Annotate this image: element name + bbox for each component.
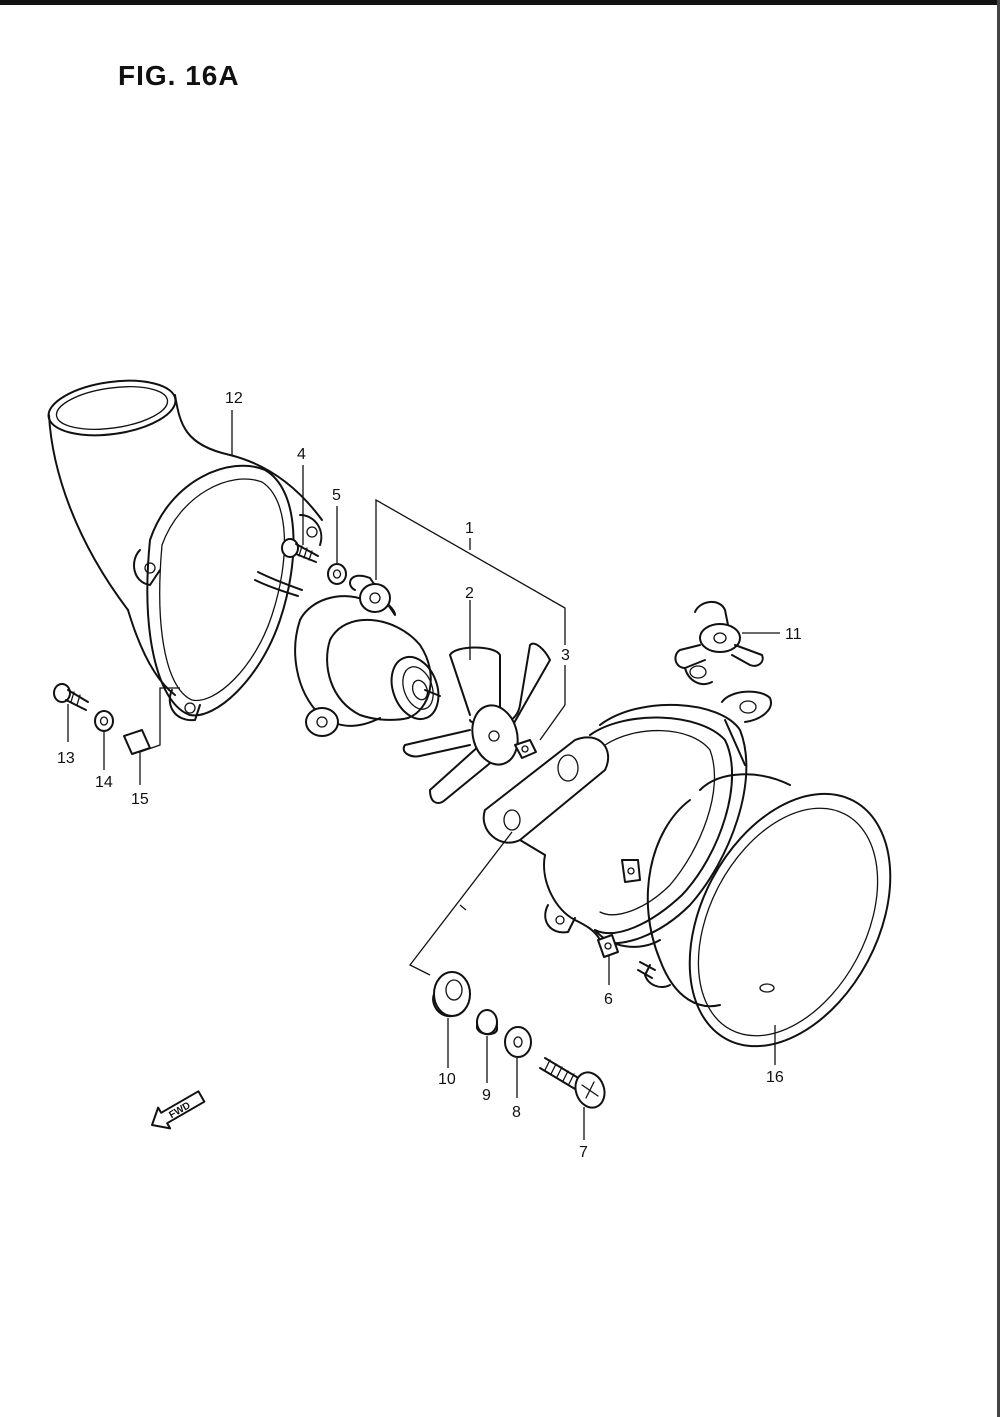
part-9-collar (476, 1009, 498, 1083)
part-8-washer (504, 1026, 532, 1098)
part-10-grommet (432, 971, 471, 1068)
scan-top-border (0, 0, 1000, 5)
callout-5: 5 (332, 487, 341, 504)
callout-4: 4 (297, 446, 306, 463)
callout-16: 16 (766, 1069, 784, 1086)
callout-13: 13 (57, 750, 75, 767)
callout-10: 10 (438, 1071, 456, 1088)
callout-8: 8 (512, 1104, 521, 1121)
callout-12: 12 (225, 390, 243, 407)
fan-housing-bracket (482, 690, 772, 948)
scan-right-border (997, 0, 1000, 1417)
figure-title: FIG. 16A (118, 60, 240, 91)
callout-2: 2 (465, 585, 474, 602)
part-12-fan-shroud (47, 379, 323, 722)
part-16-outer-ring (637, 773, 892, 1065)
callout-14: 14 (95, 774, 113, 791)
part-14-washer (94, 710, 114, 770)
callout-7: 7 (579, 1144, 588, 1161)
part-1-assembly-bracket (375, 498, 566, 645)
part-3-fan-motor (294, 574, 566, 741)
part-2-fan-blade (402, 600, 551, 804)
part-5-washer (327, 506, 347, 585)
fwd-label: FWD (167, 1100, 192, 1121)
part-10-leader (409, 831, 513, 976)
part-4-screw (281, 465, 319, 563)
callout-1: 1 (465, 520, 474, 537)
callout-6: 6 (604, 991, 613, 1008)
callout-3: 3 (561, 647, 570, 664)
callout-9: 9 (482, 1087, 491, 1104)
fwd-direction-arrow: FWD (151, 1090, 206, 1130)
fan-nut (514, 739, 537, 759)
callout-11: 11 (785, 626, 802, 643)
motor-wire (254, 579, 299, 597)
part-7-bolt (539, 1057, 606, 1140)
callout-15: 15 (131, 791, 149, 808)
part-13-screw (53, 683, 89, 742)
part-15-collar (123, 687, 180, 785)
part-11-clamp (674, 601, 780, 686)
part-6-clip-nut (597, 934, 619, 985)
